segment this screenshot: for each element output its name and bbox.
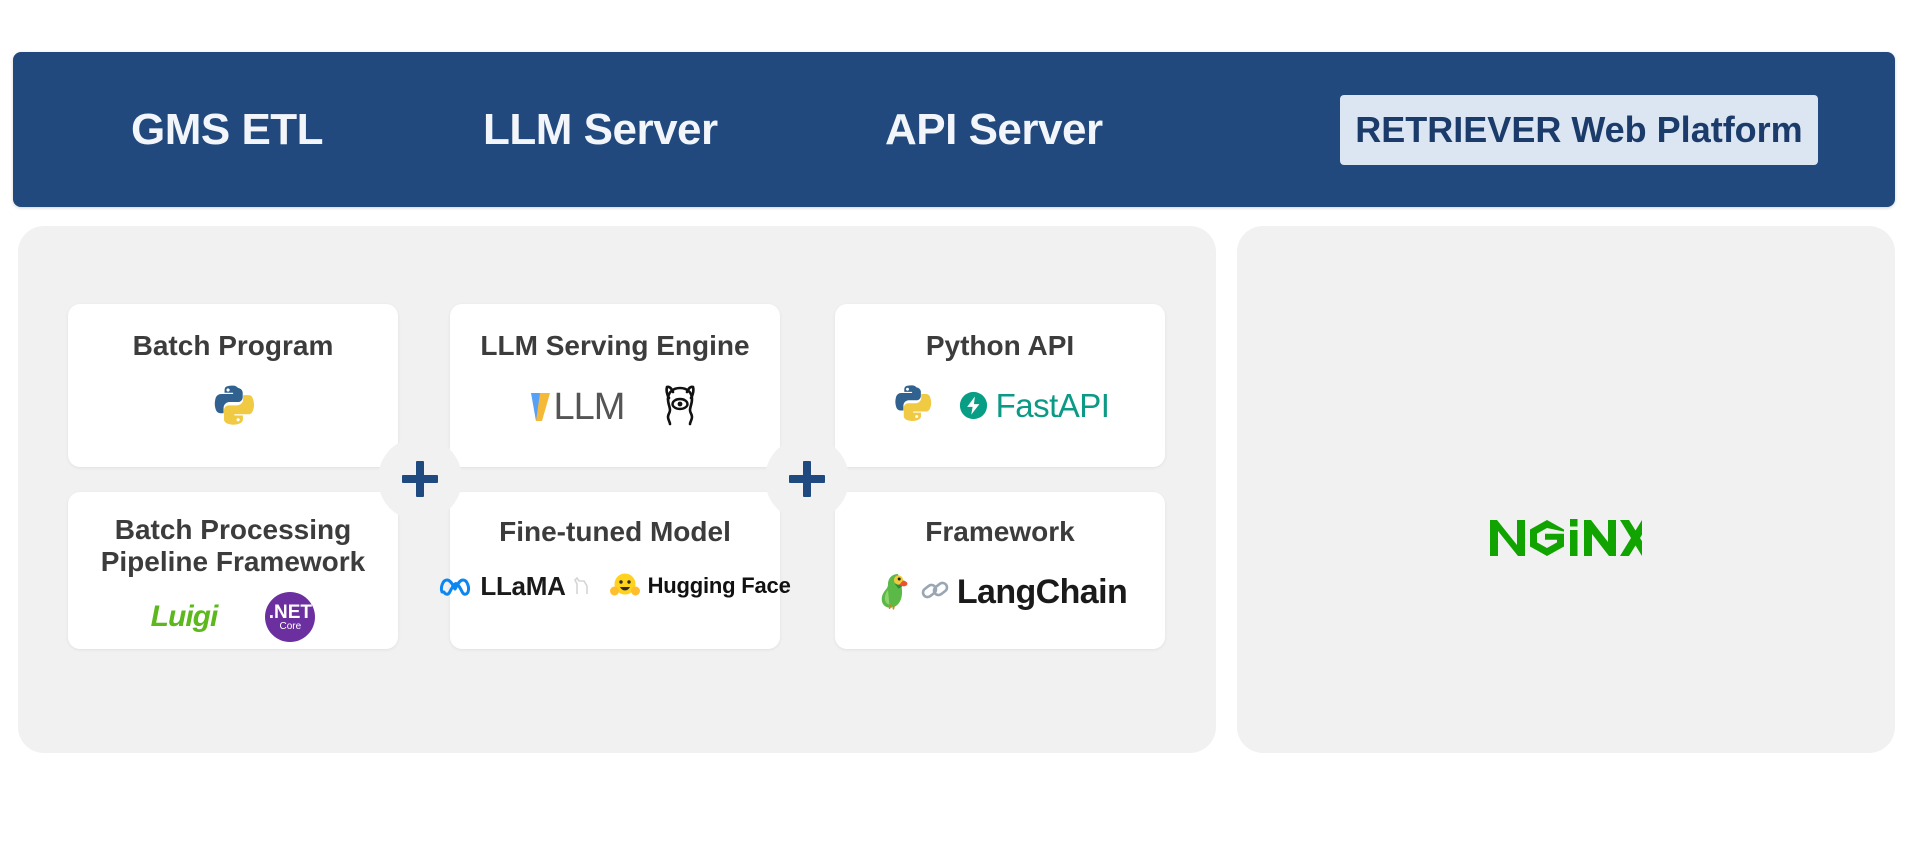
card-llm-serving-engine[interactable]: LLM Serving Engine LLM (450, 304, 780, 467)
dotnet-label: .NET (269, 603, 312, 622)
hugging-face-logo: Hugging Face (609, 570, 791, 602)
card-batch-processing-pipeline-framework[interactable]: Batch Processing Pipeline Framework Luig… (68, 492, 398, 649)
header-label-api-server: API Server (885, 105, 1103, 155)
card-logo-row: FastAPI (835, 382, 1165, 429)
retriever-web-platform-button[interactable]: RETRIEVER Web Platform (1340, 95, 1818, 165)
nginx-logo (1490, 518, 1642, 563)
dotnet-sublabel: Core (279, 622, 301, 632)
card-fine-tuned-model[interactable]: Fine-tuned Model LLaMA Hugging Face (450, 492, 780, 649)
connector-plus-2 (765, 437, 849, 521)
card-batch-program[interactable]: Batch Program (68, 304, 398, 467)
llama-label: LLaMA (480, 571, 565, 602)
ollama-llama-logo (660, 382, 700, 433)
vllm-logo: LLM (530, 386, 625, 429)
card-title: Fine-tuned Model (499, 516, 731, 548)
python-logo (210, 382, 256, 434)
parrot-icon (873, 570, 913, 615)
hugging-face-label: Hugging Face (648, 573, 791, 599)
card-logo-row: LangChain (835, 570, 1165, 615)
langchain-label: LangChain (957, 573, 1127, 612)
connector-plus-1 (378, 437, 462, 521)
card-logo-row (68, 382, 398, 434)
card-logo-row: LLM (450, 382, 780, 433)
header-label-llm-server: LLM Server (483, 105, 718, 155)
card-title: Python API (926, 330, 1074, 362)
top-header-bar: GMS ETL LLM Server API Server RETRIEVER … (13, 52, 1895, 207)
dotnet-core-logo: .NET Core (265, 592, 315, 642)
web-platform-panel: Dashboard Monitoring / Activity Log Auto… (1237, 226, 1895, 753)
luigi-logo: Luigi (151, 600, 218, 634)
card-title: LLM Serving Engine (480, 330, 749, 362)
header-label-gms-etl: GMS ETL (131, 105, 323, 155)
fastapi-logo: FastAPI (959, 387, 1110, 425)
fastapi-label: FastAPI (996, 387, 1110, 425)
card-title: Batch Processing Pipeline Framework (101, 514, 366, 578)
vllm-label: LLM (554, 386, 625, 429)
card-logo-row: LLaMA Hugging Face (450, 570, 780, 602)
meta-llama-logo: LLaMA (439, 571, 588, 602)
card-title: Batch Program (133, 330, 334, 362)
python-logo (891, 382, 933, 429)
card-logo-row: Luigi .NET Core (68, 592, 398, 642)
card-python-api[interactable]: Python API FastAPI (835, 304, 1165, 467)
chain-link-icon (919, 574, 951, 611)
card-title: Framework (925, 516, 1074, 548)
card-framework[interactable]: Framework LangChain (835, 492, 1165, 649)
